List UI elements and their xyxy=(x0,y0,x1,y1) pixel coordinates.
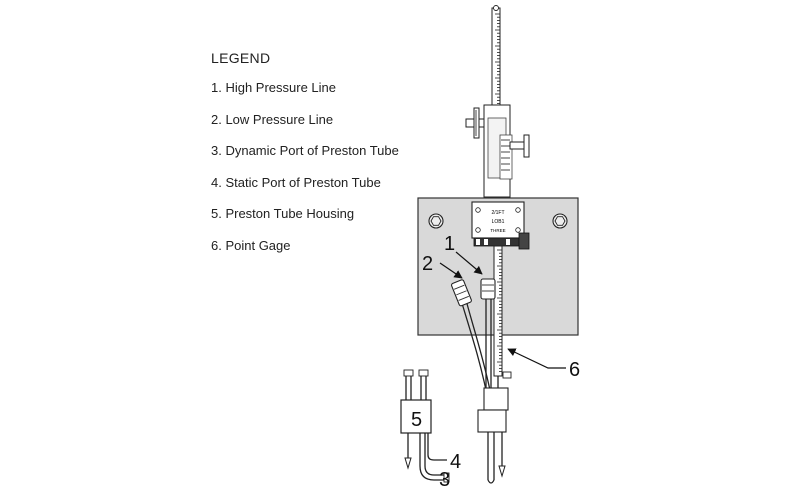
gage-face-text-2: LOB1 xyxy=(492,219,505,225)
gage-lower-housing xyxy=(477,387,509,484)
plate-bolt-left xyxy=(428,213,444,229)
callout-2-arrow xyxy=(439,262,463,279)
legend-item-tube-housing: 5. Preston Tube Housing xyxy=(211,206,355,222)
legend-item-high-pressure-line: 1. High Pressure Line xyxy=(211,80,337,95)
callout-1: 1 xyxy=(444,233,455,255)
callout-2: 2 xyxy=(422,253,433,275)
legend-item-dynamic-port: 3. Dynamic Port of Preston Tube xyxy=(211,143,399,159)
pressure-lines xyxy=(450,278,496,400)
knurled-knob-right xyxy=(509,141,525,150)
upper-scale-ticks xyxy=(495,13,500,104)
plate-bolt-right xyxy=(552,213,568,229)
gage-face-text-1: 2/1FT xyxy=(491,210,504,216)
vernier-face xyxy=(471,201,525,239)
callout-5: 5 xyxy=(411,409,422,431)
callout-3: 3 xyxy=(439,469,450,491)
legend: LEGEND 1. High Pressure Line 2. Low Pres… xyxy=(211,50,399,270)
lower-scale-ticks xyxy=(497,249,502,373)
callout-6: 6 xyxy=(569,359,580,381)
gage-face-text-3: THREE xyxy=(490,228,505,233)
preston-tube-housing xyxy=(400,369,450,483)
callout-1-arrow xyxy=(455,251,483,275)
legend-item-static-port: 4. Static Port of Preston Tube xyxy=(211,174,381,190)
callout-4: 4 xyxy=(450,451,461,473)
legend-item-point-gage: 6. Point Gage xyxy=(211,237,291,253)
legend-item-low-pressure-line: 2. Low Pressure Line xyxy=(211,111,334,127)
point-gage: 2/1FT LOB1 THREE xyxy=(465,5,530,400)
callout-6-arrow xyxy=(507,348,566,369)
legend-title: LEGEND xyxy=(211,50,271,66)
